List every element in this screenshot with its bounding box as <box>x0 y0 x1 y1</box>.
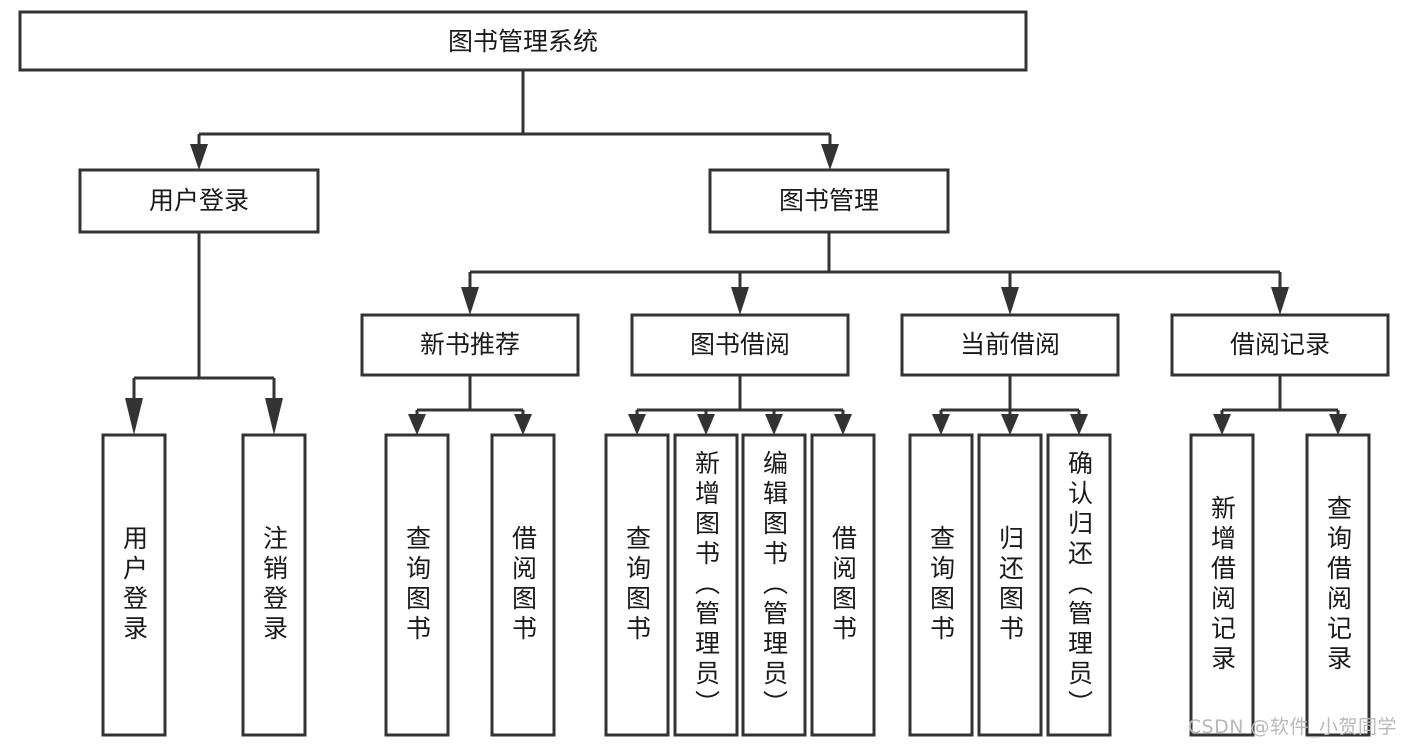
root-box[interactable] <box>18 10 1028 72</box>
node-book-borrow[interactable]: 图书借阅 <box>630 313 850 377</box>
arrow-head-icon <box>461 287 479 315</box>
arrow-head-icon <box>514 414 532 435</box>
book-management-label: 图书管理 <box>779 186 879 215</box>
leaf-box-current-return[interactable] <box>977 433 1043 737</box>
leaf-box-current-query[interactable] <box>908 433 974 737</box>
arrow-head-icon <box>125 398 143 435</box>
arrow-head-icon <box>408 414 426 435</box>
arrow-head-icon <box>1213 414 1231 435</box>
root-label: 图书管理系统 <box>448 27 598 56</box>
leaf-box-borrow-query[interactable] <box>604 433 670 737</box>
current-borrow-box[interactable] <box>900 313 1120 377</box>
node-current-borrow[interactable]: 当前借阅 <box>900 313 1120 377</box>
connector-bookborrow-to-leaves <box>628 375 852 435</box>
node-root[interactable]: 图书管理系统 <box>18 10 1028 72</box>
node-user-login[interactable]: 用户登录 <box>78 168 320 234</box>
connector-currentborrow-to-leaves <box>932 375 1088 435</box>
arrow-head-icon <box>731 287 749 315</box>
leaf-box-logout[interactable] <box>241 433 307 737</box>
new-book-recommend-box[interactable] <box>360 313 580 377</box>
node-borrow-record[interactable]: 借阅记录 <box>1170 313 1390 377</box>
leaf-box-borrow-lend[interactable] <box>810 433 876 737</box>
arrow-head-icon <box>765 414 783 435</box>
arrow-head-icon <box>190 144 208 170</box>
arrow-head-icon <box>265 398 283 435</box>
arrow-head-icon <box>821 144 839 170</box>
connector-root-to-level2 <box>190 70 839 170</box>
connector-borrowrecord-to-leaves <box>1213 375 1347 435</box>
csdn-watermark: CSDN @软件_小贺同学 <box>1187 716 1397 738</box>
leaf-box-newbook-query[interactable] <box>384 433 450 737</box>
arrow-head-icon <box>697 414 715 435</box>
new-book-recommend-label: 新书推荐 <box>420 330 520 359</box>
arrow-head-icon <box>932 414 950 435</box>
user-login-label: 用户登录 <box>149 186 249 215</box>
leaf-box-borrow-edit[interactable] <box>741 433 807 737</box>
arrow-head-icon <box>1070 414 1088 435</box>
user-login-box[interactable] <box>78 168 320 234</box>
connector-bookmgmt-to-level3 <box>461 232 1289 315</box>
node-book-management[interactable]: 图书管理 <box>708 168 950 234</box>
leaf-box-user-login[interactable] <box>101 433 167 737</box>
book-borrow-label: 图书借阅 <box>690 330 790 359</box>
current-borrow-label: 当前借阅 <box>960 330 1060 359</box>
connector-userlogin-to-leaves <box>125 232 283 435</box>
arrow-head-icon <box>628 414 646 435</box>
arrow-head-icon <box>834 414 852 435</box>
leaf-box-newbook-borrow[interactable] <box>490 433 556 737</box>
leaf-box-current-confirm[interactable] <box>1046 433 1112 737</box>
arrow-head-icon <box>1329 414 1347 435</box>
borrow-record-label: 借阅记录 <box>1230 330 1330 359</box>
arrow-head-icon <box>1001 414 1019 435</box>
leaf-box-record-add[interactable] <box>1189 433 1255 737</box>
arrow-head-icon <box>1001 287 1019 315</box>
node-new-book-recommend[interactable]: 新书推荐 <box>360 313 580 377</box>
leaf-box-record-query[interactable] <box>1305 433 1371 737</box>
leaf-box-borrow-add[interactable] <box>673 433 739 737</box>
connector-newbook-to-leaves <box>408 375 532 435</box>
arrow-head-icon <box>1271 287 1289 315</box>
